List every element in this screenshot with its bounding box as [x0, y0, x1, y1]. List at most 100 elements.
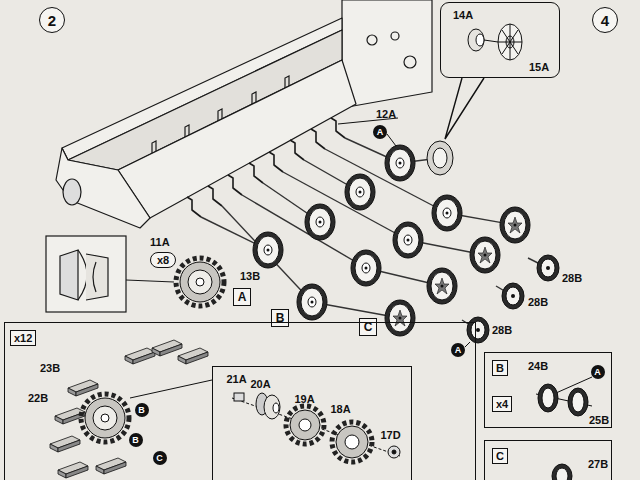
bubble-parts-part — [468, 29, 484, 51]
subassembly-key: B — [271, 309, 289, 327]
exploded-sprocket-part — [273, 403, 279, 413]
road-wheels-part — [500, 207, 530, 243]
track-links-part — [178, 348, 208, 364]
part-number: 28B — [562, 272, 582, 284]
sprocket-inset-part — [78, 250, 87, 300]
part-label: 15A — [529, 61, 549, 73]
part-label: 21A — [227, 373, 247, 385]
road-wheels-part — [432, 195, 462, 231]
part-number: 28B — [492, 324, 512, 336]
panel-c-wheel — [552, 464, 572, 480]
callout-bubble-tail — [445, 78, 484, 139]
reference-marker: B — [135, 403, 149, 417]
road-wheels-part — [305, 204, 335, 240]
road-wheels-part — [433, 148, 447, 168]
exploded-sprocket-part — [264, 395, 280, 419]
road-wheels-part — [427, 268, 457, 304]
track-links-part — [68, 380, 98, 396]
reference-marker: A — [451, 343, 465, 357]
part-label: A — [455, 345, 462, 355]
hull-tabs-part — [218, 109, 222, 121]
callout-bubble-tail-part — [445, 78, 484, 139]
road-wheels — [253, 141, 559, 343]
suspension-arms-part — [269, 152, 283, 172]
suspension-arms-part — [311, 129, 325, 149]
reference-marker: C — [153, 451, 167, 465]
bubble-parts-part — [484, 40, 498, 42]
panel-b-wheels — [536, 384, 592, 416]
part-number: 23B — [40, 362, 60, 374]
leader-lines-part — [387, 134, 396, 146]
part-label: x4 — [492, 396, 512, 412]
panel-c-wheel-part — [556, 468, 568, 480]
suspension-arms-part — [290, 140, 304, 160]
part-number: 24B — [528, 360, 548, 372]
part-label: 20A — [251, 378, 271, 390]
panel-b-wheels-part — [568, 388, 588, 416]
track-links-part — [152, 340, 182, 356]
subassembly-key: C — [359, 318, 377, 336]
exploded-sprocket-part — [234, 393, 244, 401]
exploded-sprocket-part — [345, 435, 359, 449]
part-label: x12 — [10, 330, 36, 346]
part-label: B — [492, 360, 508, 376]
suspension-arms-part — [228, 175, 242, 195]
part-label: 2 — [48, 12, 56, 29]
part-label: C — [156, 453, 163, 463]
part-label: x8 — [157, 254, 169, 266]
road-wheels-part — [393, 222, 423, 258]
hull-part — [118, 60, 356, 218]
road-wheels-part — [385, 145, 415, 181]
hull-part — [56, 148, 150, 228]
road-wheels-part — [297, 284, 327, 320]
part-number: 13B — [240, 270, 260, 282]
bubble-parts-part — [498, 24, 522, 60]
road-wheels-part — [502, 283, 524, 309]
road-wheels-part — [253, 232, 283, 268]
panel-c-wheel-part — [552, 464, 572, 480]
detail-panel: 21A20A19A18A17D — [212, 366, 412, 480]
quantity-badge: x8 — [150, 252, 176, 268]
bubble-parts-part — [476, 34, 484, 46]
hull-tabs-part — [152, 141, 156, 153]
exploded-sprocket-part — [299, 419, 311, 431]
panel-b-wheels-part — [572, 392, 584, 412]
hull-part — [342, 0, 432, 108]
track-links — [50, 340, 208, 478]
panel-b-wheels-part — [538, 384, 558, 412]
part-number: 11A — [150, 236, 170, 248]
sprocket-inset-part — [86, 254, 108, 300]
hull-tabs-part — [185, 125, 189, 137]
hull-part — [391, 32, 399, 40]
part-label: 18A — [331, 403, 351, 415]
road-wheels-part — [467, 317, 489, 343]
track-links-part — [125, 348, 155, 364]
exploded-sprocket-part — [290, 410, 320, 440]
exploded-sprocket-part — [336, 426, 368, 458]
exploded-sprocket-part — [286, 406, 324, 444]
road-wheels-part — [537, 255, 559, 281]
exploded-sprocket-part — [388, 446, 400, 458]
callout-bubble: 14A15A — [440, 2, 560, 78]
hull — [56, 0, 432, 228]
part-label: A — [377, 127, 384, 137]
hull-part — [404, 56, 416, 68]
suspension-arms-part — [331, 118, 345, 138]
part-label: B — [132, 435, 139, 445]
panel-b-wheels-part — [542, 388, 554, 408]
hull-tabs — [152, 76, 289, 153]
track-links-part — [50, 436, 80, 452]
bubble-parts-part — [498, 24, 522, 60]
drive-sprocket — [176, 258, 224, 306]
road-wheels-part — [470, 237, 500, 273]
hull-part — [367, 35, 377, 45]
drive-sprocket-part — [176, 258, 224, 306]
axles-part — [242, 195, 366, 268]
hull-part — [63, 179, 81, 205]
sprocket-inset — [46, 236, 174, 312]
sprocket-inset-part — [126, 280, 174, 282]
bubble-parts — [468, 24, 522, 60]
suspension-arms-part — [208, 186, 222, 206]
part-number: 22B — [28, 392, 48, 404]
